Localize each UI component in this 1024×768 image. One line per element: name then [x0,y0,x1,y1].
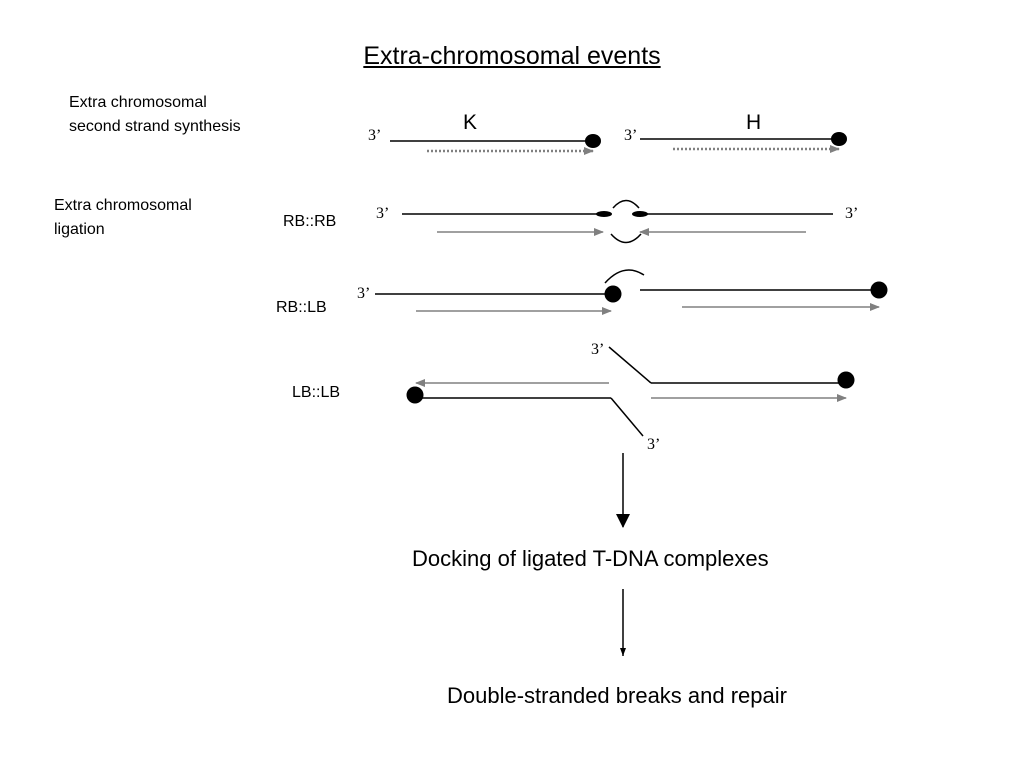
border-cap-dot [831,132,847,146]
strand-h [640,132,847,153]
junction-label-lb-lb: LB::LB [292,384,341,401]
ligation-arc [612,199,640,209]
border-cap-dot [604,285,622,303]
step-docking: Docking of ligated T-DNA complexes [412,546,769,571]
strand-label-k: K [463,111,478,134]
step-repair: Double-stranded breaks and repair [447,683,787,708]
three-prime-label: 3’ [368,127,382,144]
border-cap-dot [870,281,888,299]
three-prime-label: 3’ [647,436,661,453]
section-label-second-strand-synthesis: Extra chromosomal second strand synthesi… [69,94,241,135]
junction-label-rb-rb: RB::RB [283,213,337,230]
ligation-arc [610,233,642,244]
three-prime-label: 3’ [845,205,859,222]
three-prime-label: 3’ [376,205,390,222]
ligation-arc [604,269,645,284]
three-prime-label: 3’ [624,127,638,144]
border-cap-dot [585,134,601,148]
strand-k [390,134,601,155]
junction-lb-lb [406,346,855,437]
border-cap-dot [406,386,424,404]
strand-label-h: H [746,111,762,134]
junction-rb-lb [375,269,888,315]
flow-arrow-head [620,648,626,656]
border-cap-dot [837,371,855,389]
three-prime-label: 3’ [357,285,371,302]
three-prime-label: 3’ [591,341,605,358]
junction-label-rb-lb: RB::LB [276,299,327,316]
slide-title: Extra-chromosomal events [363,42,661,70]
junction-rb-rb [402,199,833,244]
section-label-ligation: Extra chromosomal ligation [54,197,192,238]
